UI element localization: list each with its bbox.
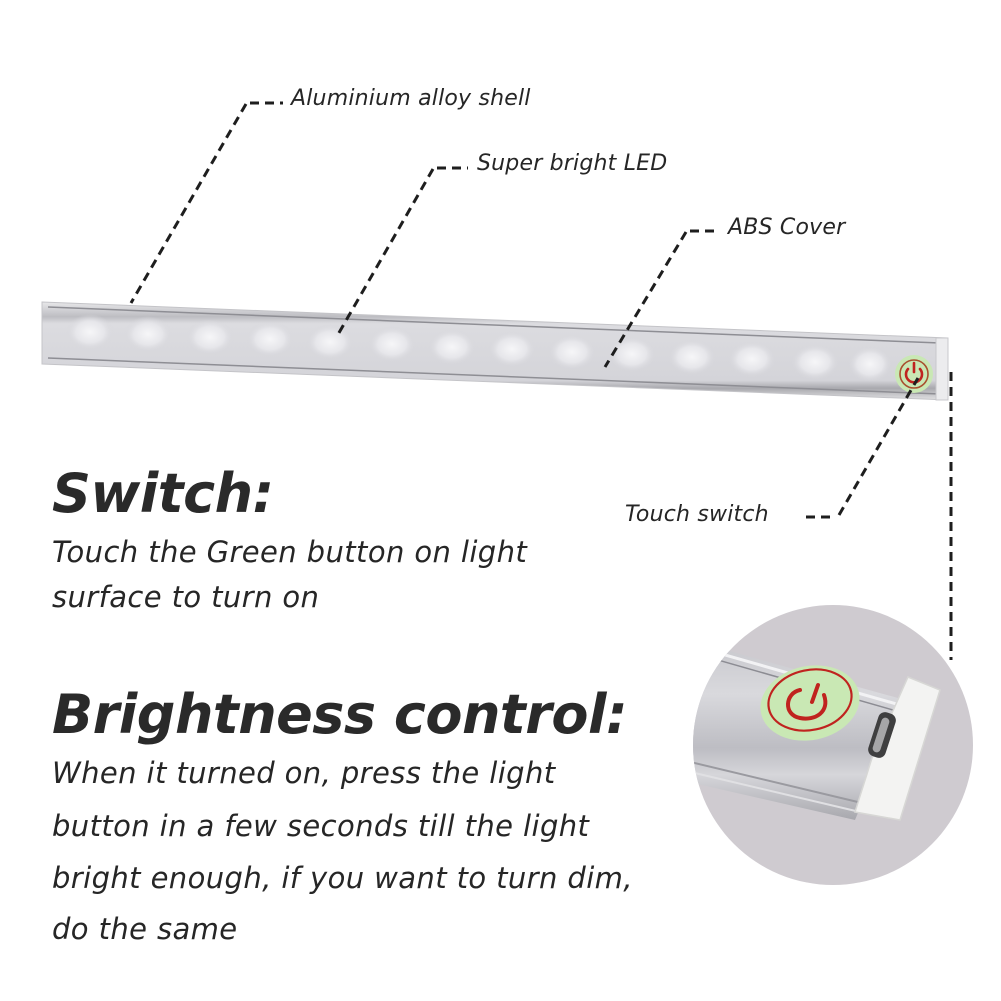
light-bar — [41, 301, 949, 401]
leader-lines — [129, 101, 953, 660]
brightness-line-4: do the same — [52, 912, 238, 946]
micro-usb-port-icon — [868, 712, 896, 758]
brightness-line-2: button in a few seconds till the light — [52, 809, 590, 843]
callout-abs-cover: ABS Cover — [728, 215, 846, 240]
leader-touch — [837, 377, 920, 516]
callout-super-bright-led: Super bright LED — [477, 151, 668, 176]
switch-line-1: Touch the Green button on light — [52, 535, 528, 569]
callout-touch-switch: Touch switch — [625, 502, 769, 527]
led-row — [66, 314, 892, 382]
brightness-line-1: When it turned on, press the light — [52, 756, 556, 790]
detail-power-icon — [760, 665, 860, 741]
leader-cover — [603, 231, 688, 368]
leader-led — [334, 168, 435, 339]
brightness-line-3: bright enough, if you want to turn dim, — [52, 861, 633, 895]
power-icon[interactable] — [895, 355, 933, 393]
leader-shell — [129, 103, 248, 304]
detail-magnifier — [693, 605, 973, 885]
switch-heading: Switch: — [52, 462, 274, 525]
brightness-heading: Brightness control: — [52, 683, 628, 746]
callout-aluminium-shell: Aluminium alloy shell — [291, 86, 531, 111]
switch-line-2: surface to turn on — [52, 580, 320, 614]
